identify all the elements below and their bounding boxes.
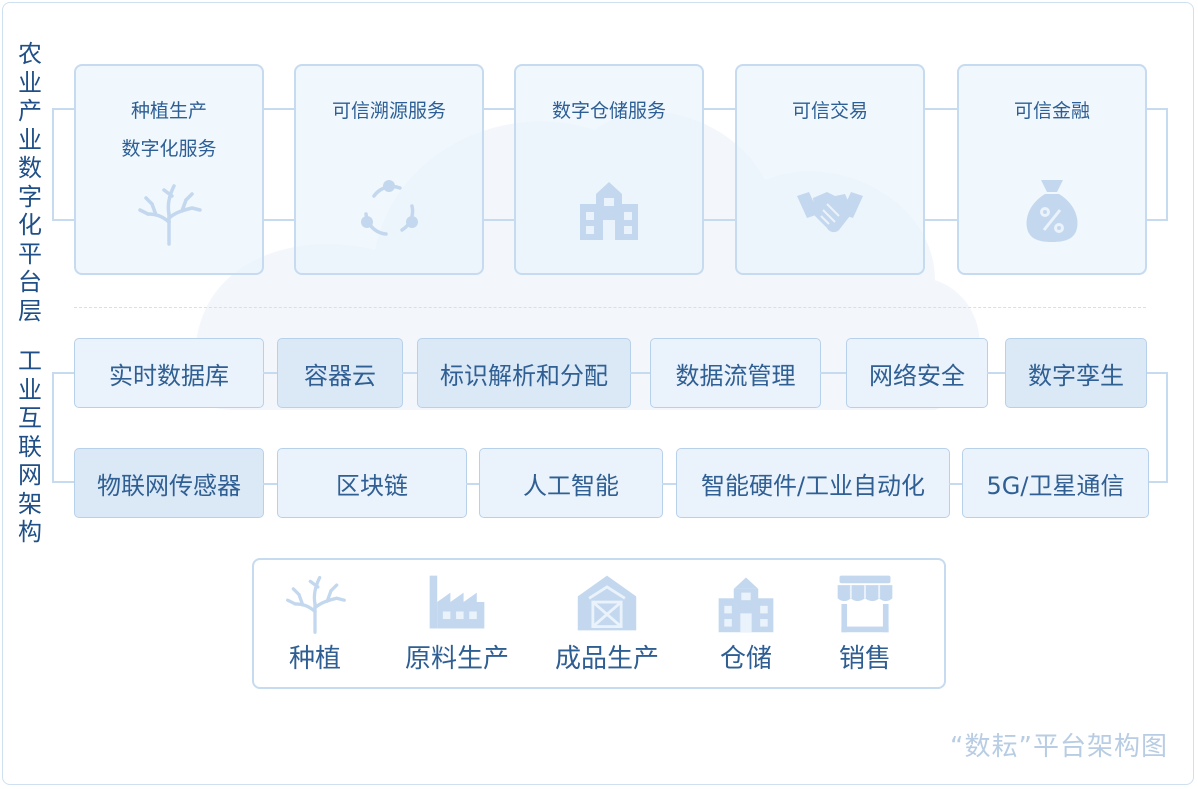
row2-link-1: [263, 483, 278, 485]
service-card-title: 种植生产 数字化服务: [121, 100, 217, 160]
diagram-caption: “数耘”平台架构图: [950, 732, 1168, 762]
money-bag-icon: [1026, 180, 1078, 242]
cycle-icon: [361, 180, 418, 236]
infra-identity-resolution: 标识解析和分配: [417, 338, 631, 408]
row2-link-3: [662, 483, 677, 485]
iiot-architecture-label: 工业互联网架构: [18, 347, 42, 546]
value-chain-label: 种植: [288, 644, 341, 674]
service-card-title: 可信溯源服务: [331, 100, 446, 122]
infra-smart-hardware: 智能硬件/工业自动化: [676, 448, 950, 518]
row1-link-3: [630, 372, 651, 374]
infra-digital-twin: 数字孪生: [1005, 338, 1147, 408]
service-card-title: 可信交易: [791, 100, 868, 122]
top-link-1: [263, 108, 295, 221]
infra-ai: 人工智能: [479, 448, 663, 518]
row1-link-1: [263, 372, 278, 374]
infra-blockchain: 区块链: [277, 448, 467, 518]
infra-iot-sensor: 物联网传感器: [74, 448, 264, 518]
value-chain-label: 仓储: [719, 644, 772, 674]
value-chain-raw-production: 原料生产: [402, 560, 512, 691]
service-card-warehousing: 数字仓储服务: [514, 64, 704, 275]
top-left-connector: [52, 108, 76, 221]
value-chain-finished-production: 成品生产: [552, 560, 662, 691]
layer-divider: [74, 307, 1146, 308]
top-right-connector: [1146, 108, 1168, 221]
infra-container-cloud: 容器云: [277, 338, 403, 408]
value-chain-warehousing: 仓储: [691, 560, 801, 691]
tree-icon: [286, 575, 346, 634]
store-icon: [837, 575, 893, 633]
infra-right-connector: [1146, 372, 1168, 483]
top-link-4: [924, 108, 958, 221]
row2-link-2: [466, 483, 480, 485]
warehouse-icon: [580, 182, 638, 240]
row1-link-4: [820, 372, 847, 374]
row1-link-5: [987, 372, 1006, 374]
top-link-3: [703, 108, 736, 221]
value-chain-box: 种植 原料生产 成品生产 仓储: [252, 558, 946, 689]
service-card-trade: 可信交易: [735, 64, 925, 275]
tree-icon: [138, 184, 202, 246]
infra-left-connector: [52, 372, 76, 483]
service-card-traceability: 可信溯源服务: [294, 64, 484, 275]
service-card-title: 可信金融: [1013, 100, 1090, 122]
value-chain-planting: 种植: [260, 560, 370, 691]
warehouse-icon: [718, 577, 774, 633]
value-chain-sales: 销售: [810, 560, 920, 691]
barn-icon: [577, 575, 637, 631]
value-chain-label: 原料生产: [404, 644, 509, 674]
service-card-planting: 种植生产 数字化服务: [74, 64, 264, 275]
service-card-title: 数字仓储服务: [551, 100, 666, 122]
row1-link-2: [402, 372, 418, 374]
infra-network-security: 网络安全: [846, 338, 988, 408]
infra-realtime-db: 实时数据库: [74, 338, 264, 408]
value-chain-label: 销售: [838, 644, 891, 674]
top-link-2: [483, 108, 515, 221]
platform-layer-label: 农业产业数字化平台层: [18, 40, 42, 325]
handshake-icon: [797, 192, 863, 233]
infra-dataflow-management: 数据流管理: [650, 338, 821, 408]
value-chain-label: 成品生产: [554, 644, 659, 674]
row2-link-4: [949, 483, 963, 485]
infra-5g-satellite: 5G/卫星通信: [962, 448, 1149, 518]
factory-icon: [429, 575, 485, 629]
service-card-finance: 可信金融: [957, 64, 1147, 275]
